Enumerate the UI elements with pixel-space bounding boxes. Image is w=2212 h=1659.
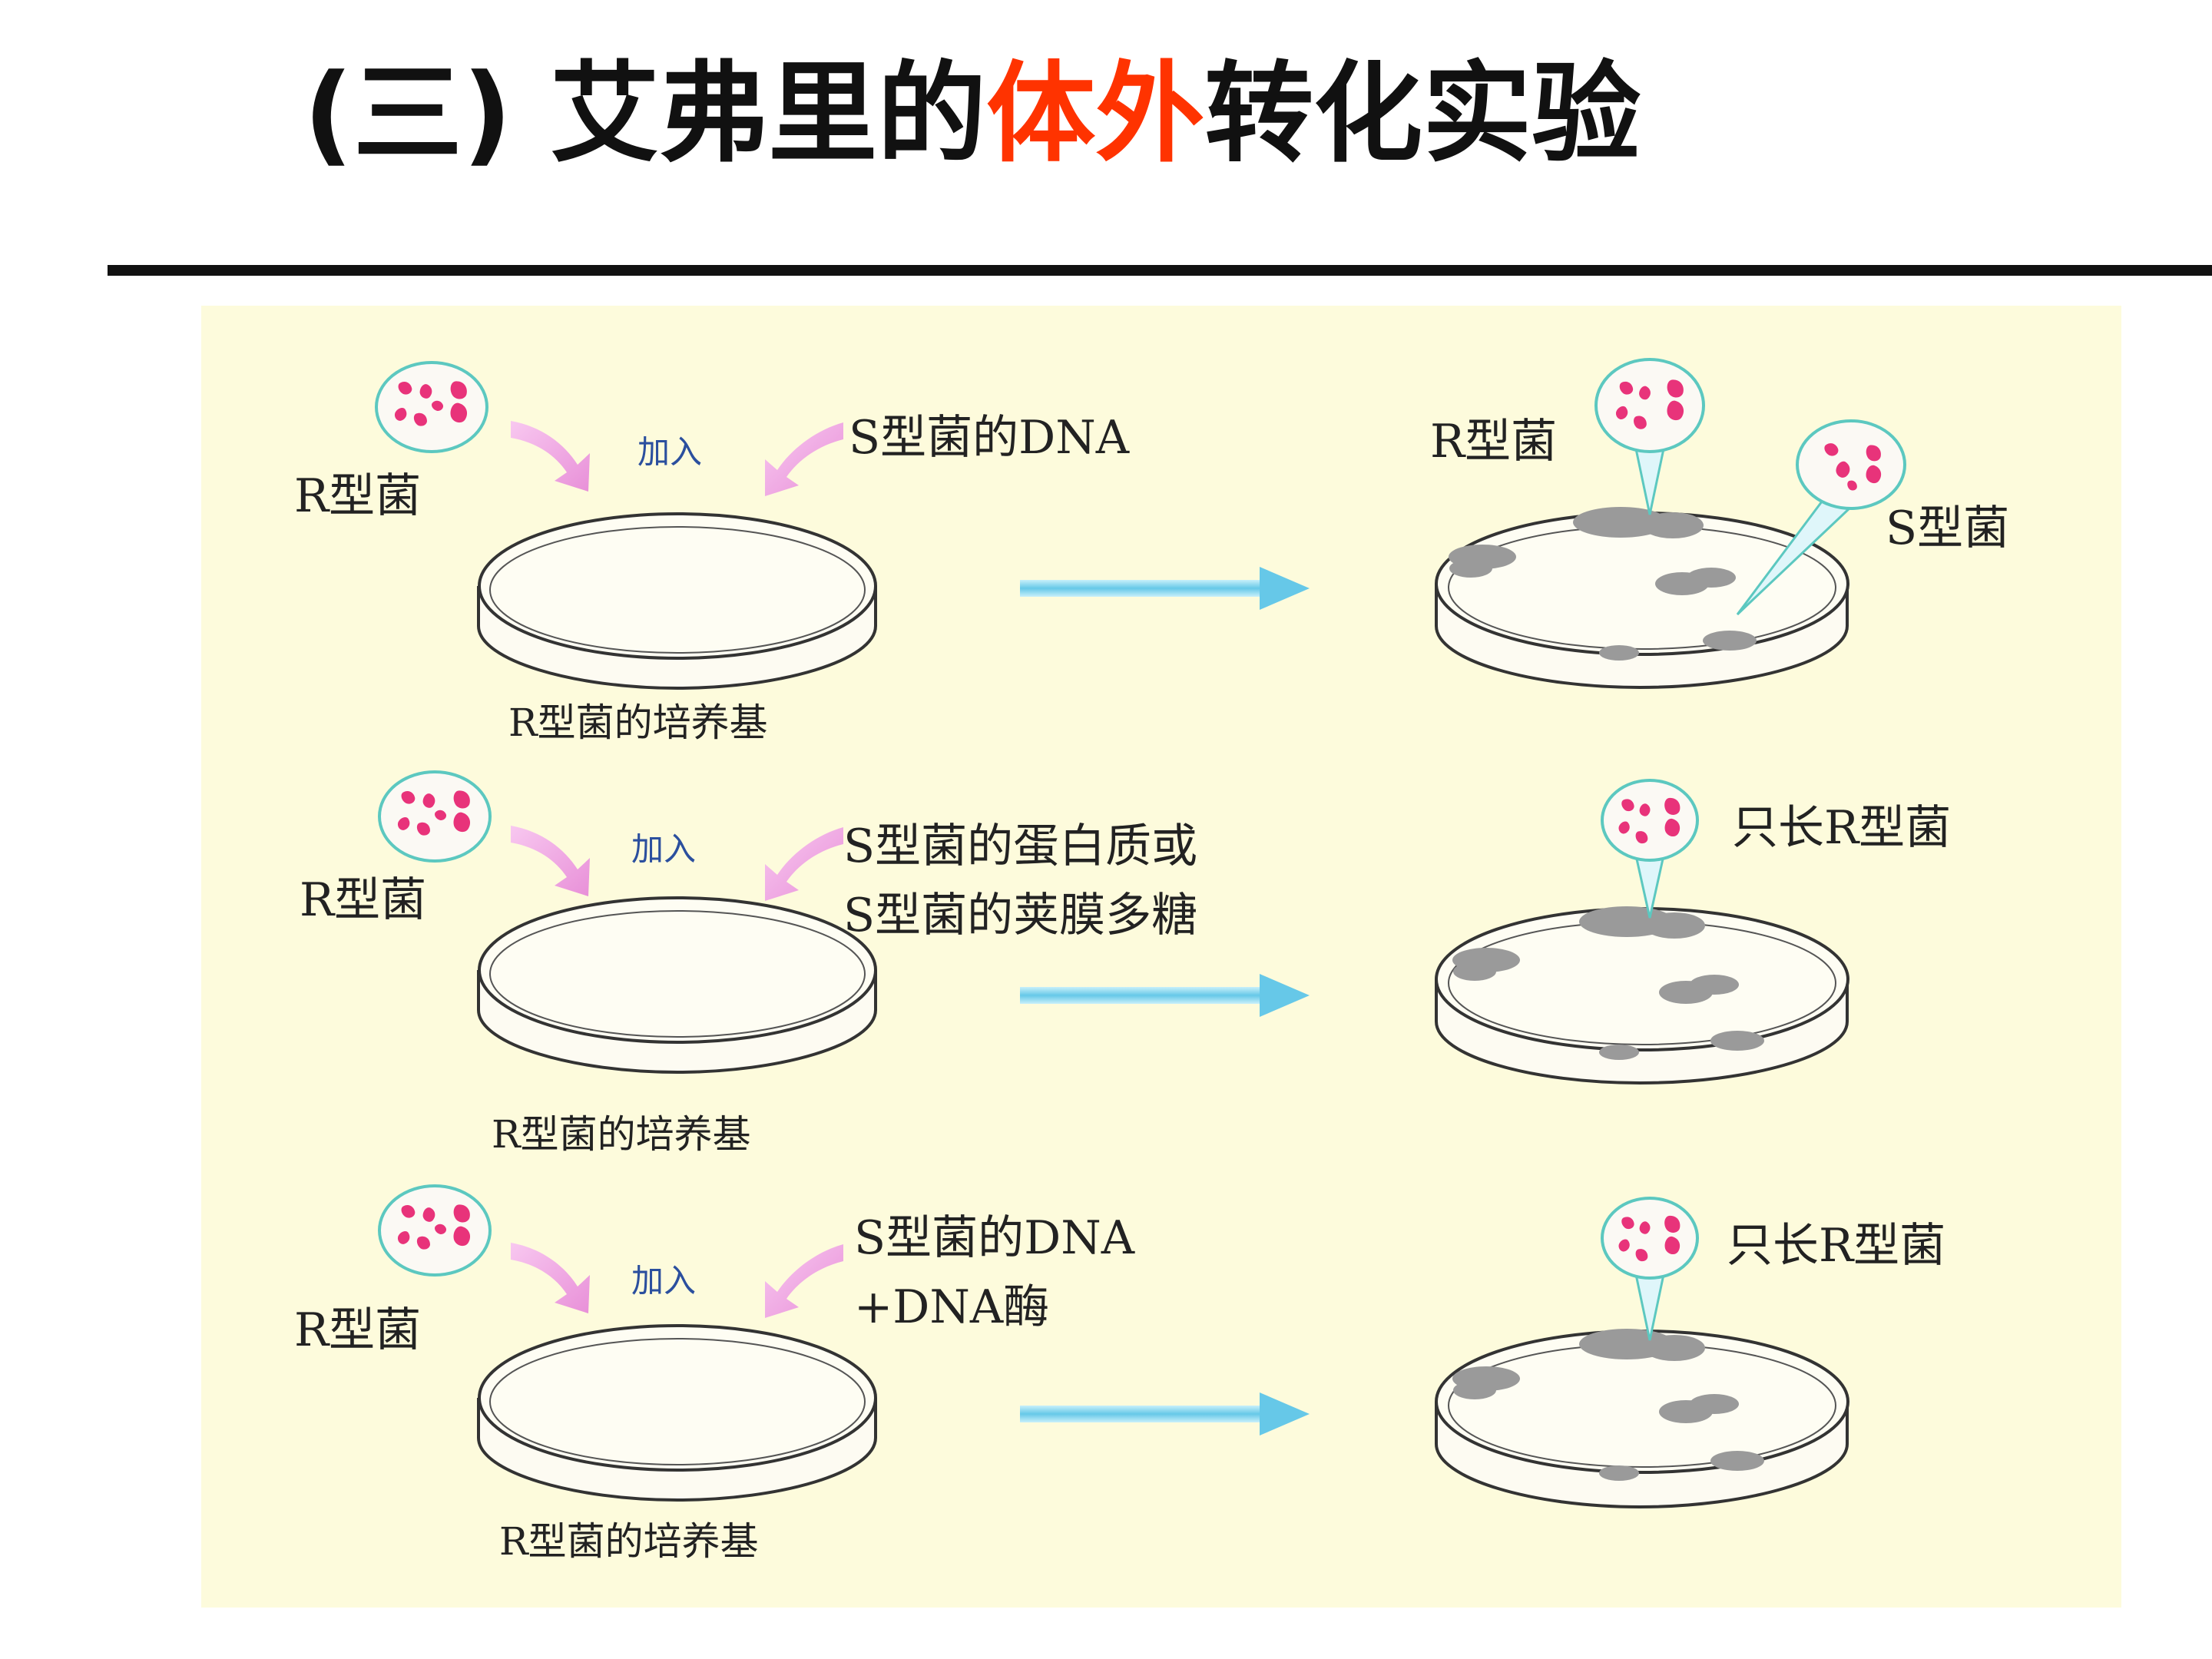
reagent-label-2: S型菌的荚膜多糖	[843, 889, 1197, 942]
r-bacteria-culture-icon	[375, 361, 488, 453]
bacteria-label: R型菌	[300, 873, 426, 927]
petri-dish-medium	[477, 896, 877, 1075]
title-highlight: 体外	[986, 51, 1205, 177]
title-prefix: (三) 艾弗里的	[303, 51, 987, 177]
petri-dish-medium	[477, 512, 877, 690]
colonies	[1452, 1329, 1764, 1481]
add-arrow-right	[765, 422, 843, 496]
medium-label: R型菌的培养基	[499, 1519, 759, 1564]
bacteria-label: R型菌	[294, 469, 421, 523]
add-arrow-right	[765, 1244, 843, 1318]
add-label: 加入	[631, 1262, 696, 1300]
title-divider	[108, 265, 2212, 276]
result-arrow	[1020, 974, 1310, 1017]
row-3: R型菌 加入 S型菌的DNA +DNA酶 R型菌的培养基	[294, 1184, 1945, 1564]
add-arrow-right	[765, 827, 843, 901]
magnified-r-bacteria-icon	[1601, 779, 1699, 919]
medium-label: R型菌的培养基	[508, 700, 768, 745]
magnified-r-bacteria-icon	[1594, 358, 1705, 515]
colonies	[1449, 507, 1757, 661]
row-2: R型菌 加入 S型菌的蛋白质或 S型菌的荚膜多糖 R型菌的培养基	[300, 770, 1951, 1157]
magnified-s-bacteria-icon	[1736, 419, 1906, 616]
result-arrow	[1020, 567, 1310, 610]
result-petri-dish	[1435, 907, 1849, 1085]
title-suffix: 转化实验	[1204, 51, 1641, 177]
result-label: 只长R型菌	[1732, 801, 1951, 855]
result-arrow	[1020, 1392, 1310, 1435]
result-label-s: S型菌	[1886, 502, 2009, 555]
add-arrow-left	[511, 826, 590, 896]
reagent-label-1: S型菌的DNA	[854, 1211, 1135, 1265]
result-petri-dish	[1435, 1330, 1849, 1509]
page-title: (三) 艾弗里的体外转化实验	[303, 60, 1641, 169]
add-label: 加入	[637, 433, 702, 471]
result-label: 只长R型菌	[1727, 1219, 1945, 1273]
result-label-r: R型菌	[1430, 415, 1557, 469]
petri-dish-medium	[477, 1324, 877, 1502]
row-1: R型菌 加入 S型菌的DNA R型菌的培养基	[294, 358, 2009, 745]
add-label: 加入	[631, 830, 696, 868]
r-bacteria-culture-icon	[378, 1184, 492, 1277]
magnified-r-bacteria-icon	[1601, 1197, 1699, 1341]
reagent-label-1: S型菌的DNA	[849, 411, 1130, 465]
bacteria-label: R型菌	[294, 1303, 421, 1357]
reagent-label-2: +DNA酶	[854, 1280, 1049, 1334]
r-bacteria-culture-icon	[378, 770, 492, 863]
medium-label: R型菌的培养基	[492, 1112, 751, 1157]
add-arrow-left	[511, 1243, 590, 1313]
add-arrow-left	[511, 421, 590, 492]
result-petri-dish	[1435, 512, 1849, 690]
reagent-label-1: S型菌的蛋白质或	[843, 820, 1197, 873]
